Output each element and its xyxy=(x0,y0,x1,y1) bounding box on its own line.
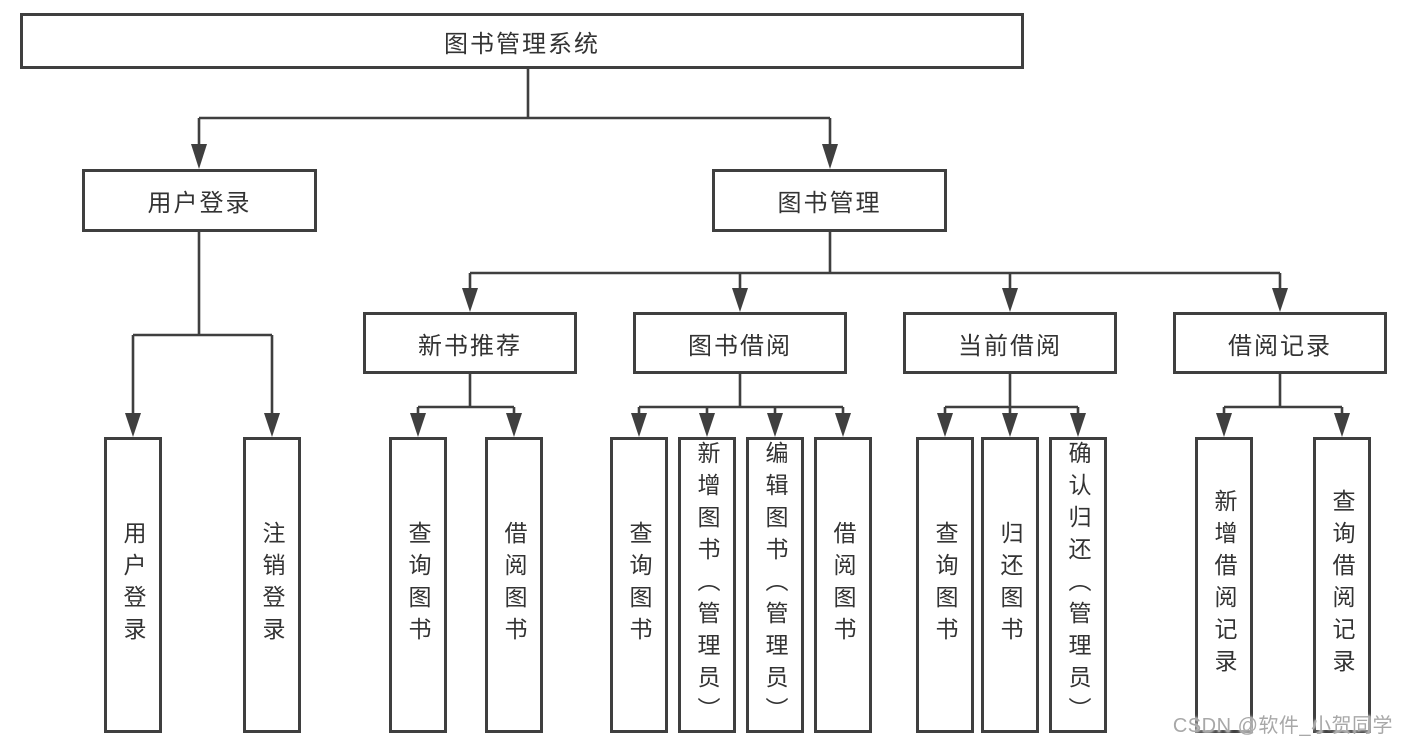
leaf-label: 查询借阅记录 xyxy=(1329,489,1355,681)
node-label: 借阅记录 xyxy=(1228,332,1332,360)
leaf-label: 借阅图书 xyxy=(501,521,527,649)
leaf-label: 编辑图书（管理员） xyxy=(762,441,788,729)
leaf-user-login: 用户登录 xyxy=(104,437,162,733)
node-label: 图书管理 xyxy=(777,190,882,217)
node-user-login: 用户登录 xyxy=(82,169,317,232)
leaf-query-books-current: 查询图书 xyxy=(916,437,974,733)
leaf-edit-book-admin: 编辑图书（管理员） xyxy=(746,437,804,733)
leaf-label: 归还图书 xyxy=(997,521,1023,649)
leaf-label: 新增图书（管理员） xyxy=(694,441,720,729)
node-label: 当前借阅 xyxy=(958,332,1062,360)
leaf-label: 查询图书 xyxy=(932,521,958,649)
csdn-watermark: CSDN @软件_小贺同学 xyxy=(1172,715,1393,737)
node-label: 新书推荐 xyxy=(418,332,522,360)
leaf-query-borrow-record: 查询借阅记录 xyxy=(1313,437,1371,733)
leaf-label: 查询图书 xyxy=(405,521,431,649)
leaf-borrow-books-borrowing: 借阅图书 xyxy=(814,437,872,733)
leaf-add-borrow-record: 新增借阅记录 xyxy=(1195,437,1253,733)
leaf-label: 借阅图书 xyxy=(830,521,856,649)
node-book-management: 图书管理 xyxy=(712,169,947,232)
node-new-book-recommendation: 新书推荐 xyxy=(363,312,577,374)
node-borrowing-records: 借阅记录 xyxy=(1173,312,1387,374)
leaf-confirm-return-admin: 确认归还（管理员） xyxy=(1049,437,1107,733)
node-book-borrowing: 图书借阅 xyxy=(633,312,847,374)
leaf-logout: 注销登录 xyxy=(243,437,301,733)
node-label: 用户登录 xyxy=(147,190,252,217)
leaf-label: 用户登录 xyxy=(120,521,146,649)
leaf-label: 新增借阅记录 xyxy=(1211,489,1237,681)
node-label: 图书管理系统 xyxy=(444,30,600,58)
leaf-add-book-admin: 新增图书（管理员） xyxy=(678,437,736,733)
node-current-borrowing: 当前借阅 xyxy=(903,312,1117,374)
leaf-return-books: 归还图书 xyxy=(981,437,1039,733)
leaf-label: 查询图书 xyxy=(626,521,652,649)
leaf-borrow-books-recommend: 借阅图书 xyxy=(485,437,543,733)
leaf-query-books-borrowing: 查询图书 xyxy=(610,437,668,733)
leaf-label: 注销登录 xyxy=(259,521,285,649)
leaf-label: 确认归还（管理员） xyxy=(1065,441,1091,729)
leaf-query-books-recommend: 查询图书 xyxy=(389,437,447,733)
arrowheads xyxy=(125,144,1350,437)
node-library-management-system: 图书管理系统 xyxy=(20,13,1024,69)
node-label: 图书借阅 xyxy=(688,332,792,360)
